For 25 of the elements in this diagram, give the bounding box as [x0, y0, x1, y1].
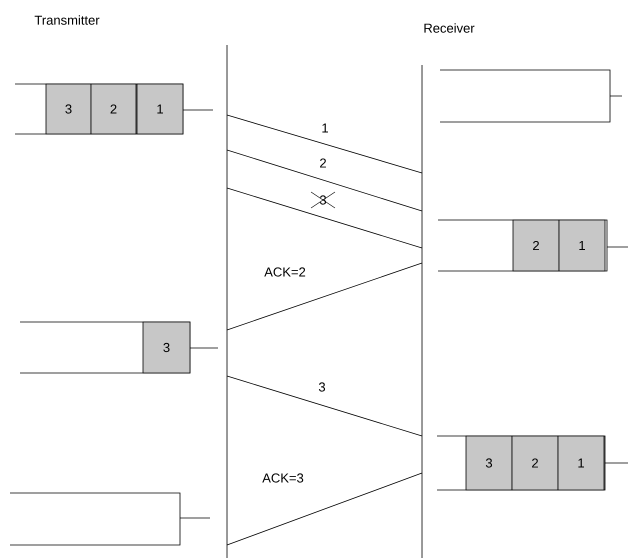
- packet-cell: 1: [136, 84, 184, 134]
- edge-label: ACK=3: [261, 472, 305, 484]
- edge-label: ACK=2: [263, 266, 307, 278]
- message-line: [226, 472, 422, 546]
- packet-cell: 3: [46, 84, 92, 134]
- edge-label: 2: [318, 157, 328, 169]
- message-line: [226, 188, 422, 248]
- lifeline: [226, 44, 228, 558]
- message-line: [226, 262, 422, 330]
- lifeline-heading: Receiver: [424, 23, 474, 33]
- message-line: [226, 150, 422, 212]
- edge-label: 1: [320, 122, 330, 134]
- buffer-queue: [10, 492, 210, 546]
- message-line: [226, 376, 422, 436]
- packet-cell: 2: [90, 84, 136, 134]
- lifeline-heading: Transmitter: [34, 15, 100, 25]
- packet-cell: 2: [512, 436, 558, 490]
- edge-label: 3: [317, 381, 327, 393]
- packet-cell: 3: [142, 322, 190, 374]
- packet-cell: 1: [558, 220, 606, 272]
- packet-cell: 1: [558, 436, 604, 490]
- buffer-queue: [440, 70, 622, 122]
- packet-cell: 2: [512, 220, 560, 272]
- message-line: [226, 114, 422, 174]
- packet-cell: 3: [466, 436, 512, 490]
